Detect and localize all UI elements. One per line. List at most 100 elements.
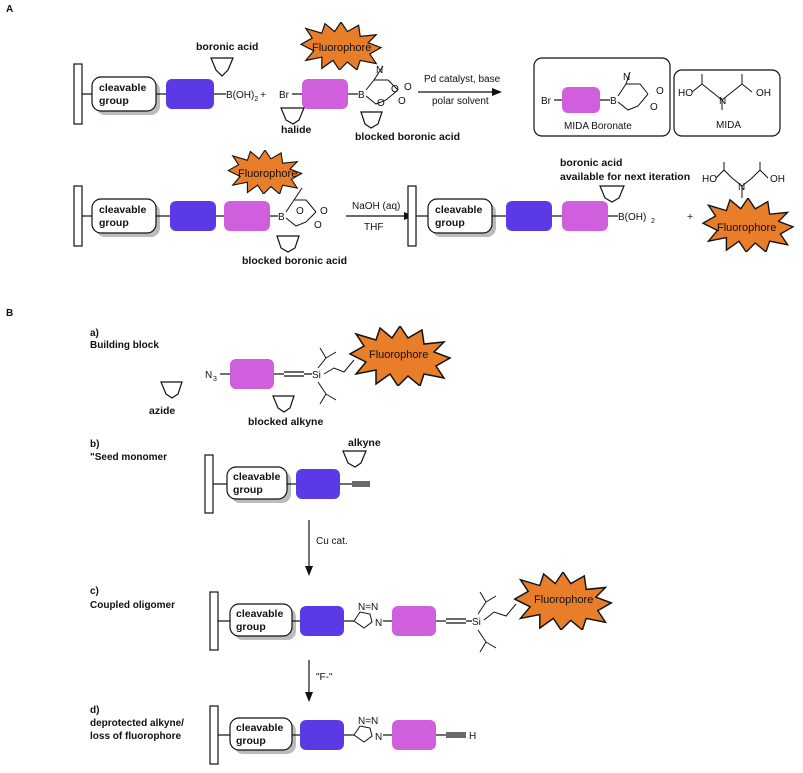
svg-text:HO: HO <box>702 174 717 185</box>
pink-block <box>230 359 274 389</box>
svg-text:O: O <box>296 206 304 217</box>
step-d-title-2: loss of fluorophore <box>90 731 182 742</box>
svg-text:Si: Si <box>312 370 321 381</box>
svg-text:NaOH (aq): NaOH (aq) <box>352 201 400 212</box>
step-b-title: "Seed monomer <box>90 452 167 463</box>
solid-support <box>209 705 219 765</box>
svg-text:N=N: N=N <box>358 602 378 613</box>
svg-text:Fluorophore: Fluorophore <box>369 349 428 361</box>
solid-support <box>204 454 214 514</box>
svg-text:Cu cat.: Cu cat. <box>316 536 348 547</box>
svg-text:2: 2 <box>651 218 655 225</box>
svg-text:O: O <box>377 98 385 109</box>
bromine-atom: Br <box>279 90 290 101</box>
reaction-arrow-2: NaOH (aq) THF <box>346 201 414 233</box>
step-c-title: Coupled oligomer <box>90 600 175 611</box>
svg-text:3: 3 <box>213 376 217 383</box>
mida-box: HO N OH MIDA <box>673 69 781 137</box>
seed-monomer-chain: cleavable group alkyne <box>204 437 381 514</box>
svg-text:OH: OH <box>756 88 771 99</box>
pink-block <box>302 79 348 109</box>
svg-text:N: N <box>375 618 382 629</box>
blocked-boronic-arrow-icon <box>276 235 300 253</box>
svg-text:N: N <box>375 732 382 743</box>
svg-text:B: B <box>278 212 285 223</box>
svg-text:N: N <box>623 72 630 83</box>
reaction-arrow-1: Pd catalyst, base polar solvent <box>418 74 502 107</box>
step-a-title: Building block <box>90 340 159 351</box>
cleavable-label-2: group <box>99 95 129 107</box>
pink-block <box>392 720 436 750</box>
row2-dimer-chain: cleavable group B N O O O Fluorophore bl… <box>73 150 347 267</box>
svg-text:Br: Br <box>541 96 552 107</box>
svg-text:blocked boronic acid: blocked boronic acid <box>242 255 347 267</box>
pink-block <box>224 201 270 231</box>
azide-label: azide <box>149 405 175 417</box>
solid-support <box>209 591 219 651</box>
alkyne-arrow-icon <box>342 450 367 468</box>
blue-block <box>506 201 552 231</box>
svg-text:O: O <box>398 96 406 107</box>
svg-text:group: group <box>99 217 129 229</box>
halide-building-block: Br B N O O O O Fluorophore halide blocke… <box>279 22 460 143</box>
step-c-label: c) <box>90 586 99 597</box>
svg-text:O: O <box>391 84 399 95</box>
svg-text:cleavable: cleavable <box>233 471 280 483</box>
svg-text:polar solvent: polar solvent <box>432 96 489 107</box>
halide-arrow-icon <box>280 107 305 125</box>
blocked-alkyne-arrow-icon <box>272 395 295 413</box>
alkyne-label: alkyne <box>348 437 381 449</box>
svg-text:cleavable: cleavable <box>99 204 146 216</box>
coupled-oligomer-chain: cleavable group N=N N Si Fluorophore <box>209 572 613 653</box>
pink-block <box>562 201 608 231</box>
mida-label: MIDA <box>716 120 741 131</box>
mida-boronate-label: MIDA Boronate <box>564 121 632 132</box>
svg-text:O: O <box>314 220 322 231</box>
svg-text:O: O <box>404 82 412 93</box>
svg-text:B: B <box>610 96 617 107</box>
cu-catalyst-arrow: Cu cat. <box>305 520 348 576</box>
azide-building-block: N 3 Si Fluorophore azide blocked alkyne <box>149 326 451 428</box>
plus-sign-1: + <box>260 89 266 101</box>
svg-text:N: N <box>205 370 212 381</box>
solid-support <box>73 63 83 125</box>
row2-product-chain: cleavable group B(OH) 2 boronic acid ava… <box>407 157 690 247</box>
row1-resin-chain: cleavable group B(OH)2 boronic acid <box>73 41 258 125</box>
svg-text:cleavable: cleavable <box>435 204 482 216</box>
svg-text:B(OH): B(OH) <box>618 212 646 223</box>
azide-arrow-icon <box>160 381 183 399</box>
svg-text:Fluorophore: Fluorophore <box>534 594 593 606</box>
boronic-acid-label: boronic acid <box>196 41 258 53</box>
svg-text:group: group <box>233 484 263 496</box>
svg-text:Si: Si <box>472 617 481 628</box>
next-iteration-label-2: available for next iteration <box>560 171 690 183</box>
svg-text:N: N <box>719 96 726 107</box>
cleavable-label-1: cleavable <box>99 82 146 94</box>
blocked-boronic-arrow-icon <box>360 111 383 129</box>
blue-block <box>166 79 214 109</box>
svg-text:H: H <box>469 731 476 742</box>
svg-text:O: O <box>320 206 328 217</box>
blue-block <box>170 201 216 231</box>
panel-b-label: B <box>6 308 13 319</box>
blue-block <box>300 606 344 636</box>
svg-text:Pd catalyst, base: Pd catalyst, base <box>424 74 501 85</box>
svg-text:cleavable: cleavable <box>236 608 283 620</box>
mida-boronate-box: Br B N O O MIDA Boronate <box>533 57 671 137</box>
blue-block <box>296 469 340 499</box>
next-iteration-arrow-icon <box>599 185 625 203</box>
svg-text:"F-": "F-" <box>316 672 333 683</box>
blocked-boronic-acid-label: blocked boronic acid <box>355 131 460 143</box>
blocked-alkyne-label: blocked alkyne <box>248 416 323 428</box>
svg-text:N: N <box>738 182 745 193</box>
fluorophore-label: Fluorophore <box>312 42 371 54</box>
step-d-title-1: deprotected alkyne/ <box>90 718 184 729</box>
plus-sign-2: + <box>687 211 693 223</box>
svg-text:Fluorophore: Fluorophore <box>717 222 776 234</box>
solid-support <box>407 185 417 247</box>
svg-text:group: group <box>435 217 465 229</box>
svg-text:O: O <box>656 86 664 97</box>
svg-text:N=N: N=N <box>358 716 378 727</box>
deprotected-oligomer-chain: cleavable group N=N N H <box>209 705 476 765</box>
svg-text:group: group <box>236 735 266 747</box>
